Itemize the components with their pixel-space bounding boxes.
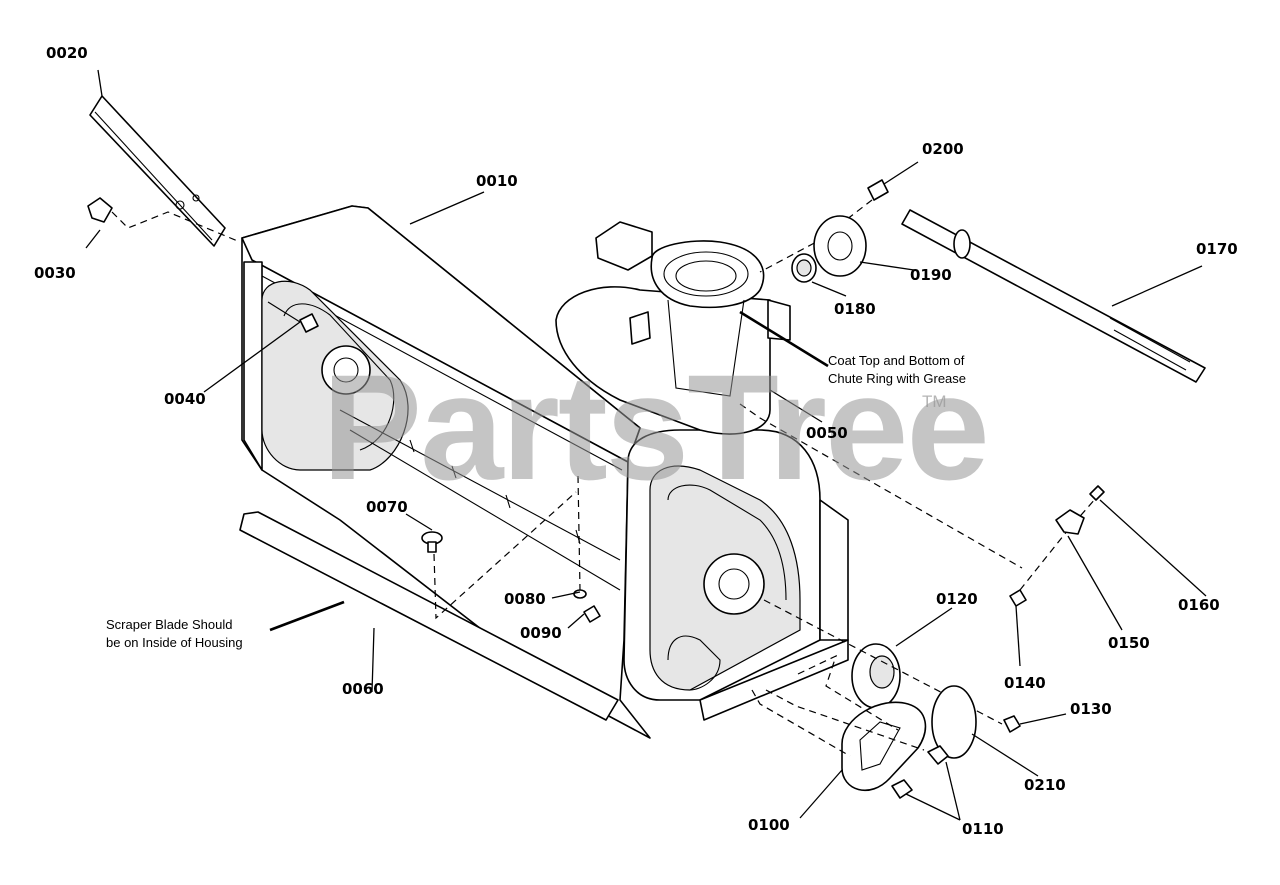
label-0130: 0130 [1070, 700, 1112, 718]
part-0210-plate [931, 685, 977, 759]
label-0120: 0120 [936, 590, 978, 608]
label-0110: 0110 [962, 820, 1004, 838]
label-0010: 0010 [476, 172, 518, 190]
part-0110-nuts [891, 745, 949, 799]
label-0200: 0200 [922, 140, 964, 158]
label-0190: 0190 [910, 266, 952, 284]
part-0160-bolt [1089, 485, 1105, 501]
label-0030: 0030 [34, 264, 76, 282]
scraper-blade-note: Scraper Blade Should be on Inside of Hou… [106, 616, 243, 652]
part-0100-skid-shoe [841, 701, 927, 792]
label-0160: 0160 [1178, 596, 1220, 614]
label-0100: 0100 [748, 816, 790, 834]
part-0150-wing-nut [1055, 509, 1085, 535]
scraper-note-line-1: Scraper Blade Should [106, 617, 233, 632]
chute-note-line-2: Chute Ring with Grease [828, 371, 967, 386]
part-chute-ring-assembly [555, 221, 791, 435]
label-0040: 0040 [164, 390, 206, 408]
leader-lines [85, 69, 1207, 821]
part-0180-bearing [791, 253, 817, 283]
chute-ring-note-leader [739, 310, 829, 368]
part-0190-flange [813, 215, 867, 277]
part-0170-shaft [901, 209, 1206, 383]
chute-ring-note: Coat Top and Bottom of Chute Ring with G… [828, 352, 966, 388]
label-0020: 0020 [46, 44, 88, 62]
part-0010-housing [241, 205, 849, 739]
shaft-axis-dash [739, 403, 1023, 569]
label-0170: 0170 [1196, 240, 1238, 258]
label-0210: 0210 [1024, 776, 1066, 794]
label-0080: 0080 [504, 590, 546, 608]
label-0060: 0060 [342, 680, 384, 698]
label-0070: 0070 [366, 498, 408, 516]
part-0040-bolt [267, 301, 319, 333]
trademark-mark: TM [922, 392, 947, 411]
label-0090: 0090 [520, 624, 562, 642]
chute-note-line-1: Coat Top and Bottom of [828, 353, 965, 368]
label-0180: 0180 [834, 300, 876, 318]
part-0080-washer [573, 589, 587, 599]
bearing-flange-axis-dash [763, 599, 1003, 725]
part-0030-wing-nut [87, 197, 241, 243]
part-0140-nut [1009, 589, 1027, 607]
part-0020-bar [89, 95, 226, 247]
label-0050: 0050 [806, 424, 848, 442]
part-0120-flange [851, 643, 901, 709]
watermark: PartsTree [322, 343, 990, 511]
part-0130-bolt [1003, 715, 1021, 733]
scraper-note-line-2: be on Inside of Housing [106, 635, 243, 650]
label-0140: 0140 [1004, 674, 1046, 692]
part-0200-bolt [867, 179, 889, 201]
part-0090-bolt [583, 605, 601, 623]
part-0070-bolt [421, 531, 443, 553]
part-0060-scraper-blade [239, 511, 619, 721]
label-0150: 0150 [1108, 634, 1150, 652]
